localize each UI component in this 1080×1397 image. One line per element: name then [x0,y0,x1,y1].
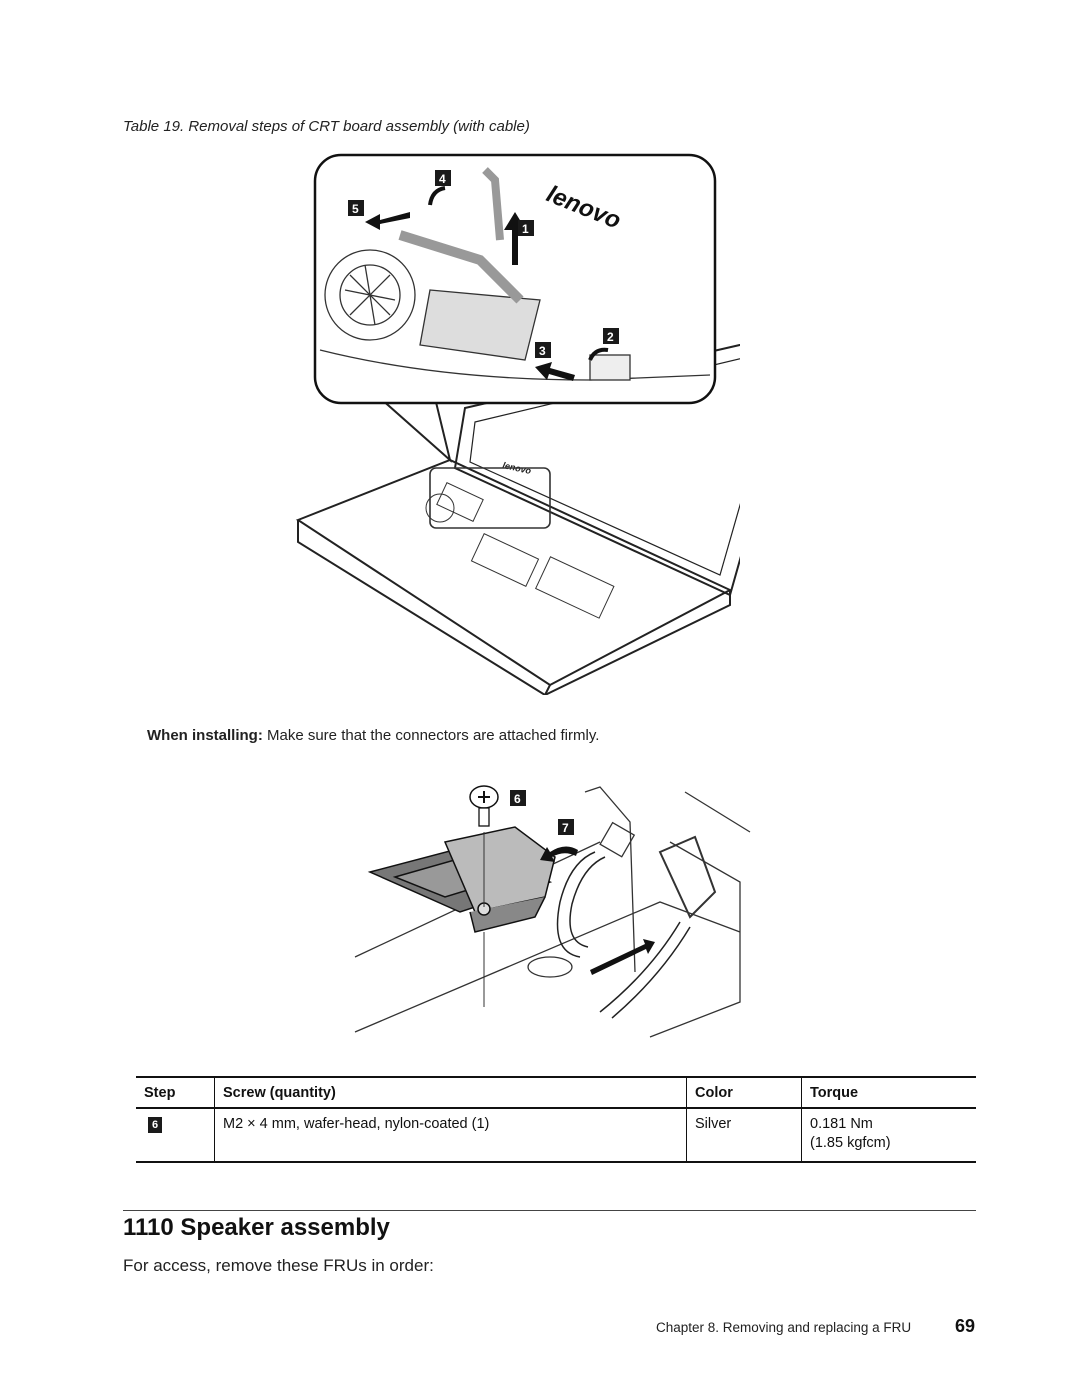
torque-nm: 0.181 Nm [810,1116,873,1132]
svg-text:4: 4 [439,172,446,186]
svg-text:6: 6 [514,792,521,806]
screw-table-header: Step Screw (quantity) Color Torque [136,1076,976,1109]
torque-kgfcm: (1.85 kgfcm) [810,1135,891,1151]
header-torque: Torque [801,1076,976,1109]
zoom-callout-contents [319,167,711,381]
step-badge-3: 3 [535,342,551,358]
step-cell: 6 [136,1108,215,1163]
arrow-curve-2 [588,347,609,361]
svg-text:2: 2 [607,330,614,344]
arrow-left-5 [365,212,410,230]
crt-board-removal-figure: lenovo lenovo 4 5 1 2 3 [295,153,740,695]
crt-board-screw-figure: 6 7 [354,785,751,1038]
step-badge-1: 1 [518,220,534,236]
motherboard-details [425,467,615,619]
chassis-lines [354,786,751,1038]
header-step: Step [136,1076,215,1109]
step-badge-6-table: 6 [148,1117,162,1133]
svg-text:1: 1 [522,222,529,236]
screw-icon [469,785,499,827]
color-cell: Silver [686,1108,802,1163]
step-badge-7: 7 [558,819,574,835]
access-text: For access, remove these FRUs in order: [123,1256,434,1275]
svg-text:3: 3 [539,344,546,358]
step-badge-6: 6 [510,790,526,806]
arrow-left-3 [535,362,575,381]
page-number: 69 [955,1316,976,1336]
crt-board [367,826,556,933]
section-title: 1110 Speaker assembly [123,1214,390,1241]
step-badge-2: 2 [603,328,619,344]
footer-chapter: Chapter 8. Removing and replacing a FRU [656,1320,912,1335]
install-note-label: When installing: [147,727,263,744]
install-note: When installing: Make sure that the conn… [147,727,599,744]
table-caption: Table 19. Removal steps of CRT board ass… [123,118,530,135]
torque-cell: 0.181 Nm (1.85 kgfcm) [801,1108,976,1163]
svg-text:5: 5 [352,202,359,216]
arrow-curve-4 [428,186,446,206]
arrow-curve-7 [540,846,578,862]
arrow-slide [590,939,655,975]
laptop-base [295,458,733,695]
screw-cell: M2 × 4 mm, wafer-head, nylon-coated (1) [214,1108,687,1163]
header-screw: Screw (quantity) [214,1076,687,1109]
cable [556,851,691,1019]
svg-text:7: 7 [562,821,569,835]
zoom-callout [313,153,717,405]
speaker-port [527,956,573,978]
header-color: Color [686,1076,802,1109]
section-divider [123,1210,976,1211]
table-row: 6 M2 × 4 mm, wafer-head, nylon-coated (1… [136,1108,976,1163]
install-note-text: Make sure that the connectors are attach… [262,727,600,744]
step-badge-4: 4 [435,170,451,186]
callout-pointer [379,397,452,463]
step-badge-5: 5 [348,200,364,216]
screw-table: Step Screw (quantity) Color Torque 6 M2 … [136,1076,976,1163]
